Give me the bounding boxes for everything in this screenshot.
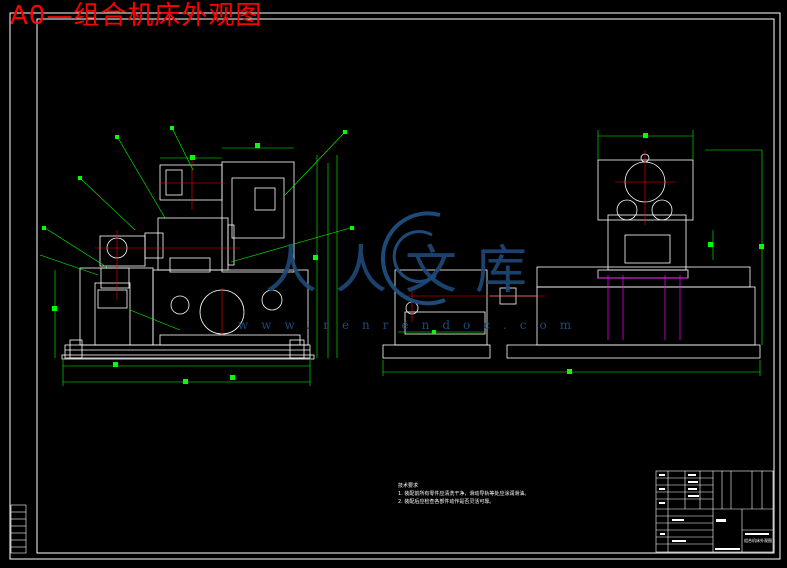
- drawing-title: A0—组合机床外观图: [10, 1, 263, 31]
- inner-frame: [36, 18, 775, 554]
- watermark-url: www.renrendoc.com: [238, 318, 585, 332]
- revision-table: [10, 504, 27, 554]
- title-block-drawing-name: 组合机床外观图: [744, 538, 772, 543]
- side-dim-markers: [432, 133, 764, 374]
- outer-frame: [9, 12, 781, 560]
- side-centerlines: [400, 150, 675, 322]
- front-centerlines: [95, 160, 240, 336]
- watermark-text: 人人文库: [265, 241, 546, 301]
- front-dimensions: [39, 127, 351, 386]
- technical-notes: 技术要求 1. 装配前所有零件应清洗干净，滑动导轨等处应涂润滑油。 2. 装配后…: [398, 482, 529, 506]
- front-dim-markers: [42, 126, 354, 384]
- notes-line-2: 2. 装配后应检查各部件动作是否灵活可靠。: [398, 499, 495, 505]
- title-block: [655, 470, 774, 553]
- watermark-logo: [380, 211, 446, 306]
- notes-heading: 技术要求: [398, 483, 419, 489]
- side-hidden-lines: [598, 275, 688, 340]
- notes-line-1: 1. 装配前所有零件应清洗干净，滑动导轨等处应涂润滑油。: [398, 491, 530, 497]
- title-block-text: [659, 474, 769, 550]
